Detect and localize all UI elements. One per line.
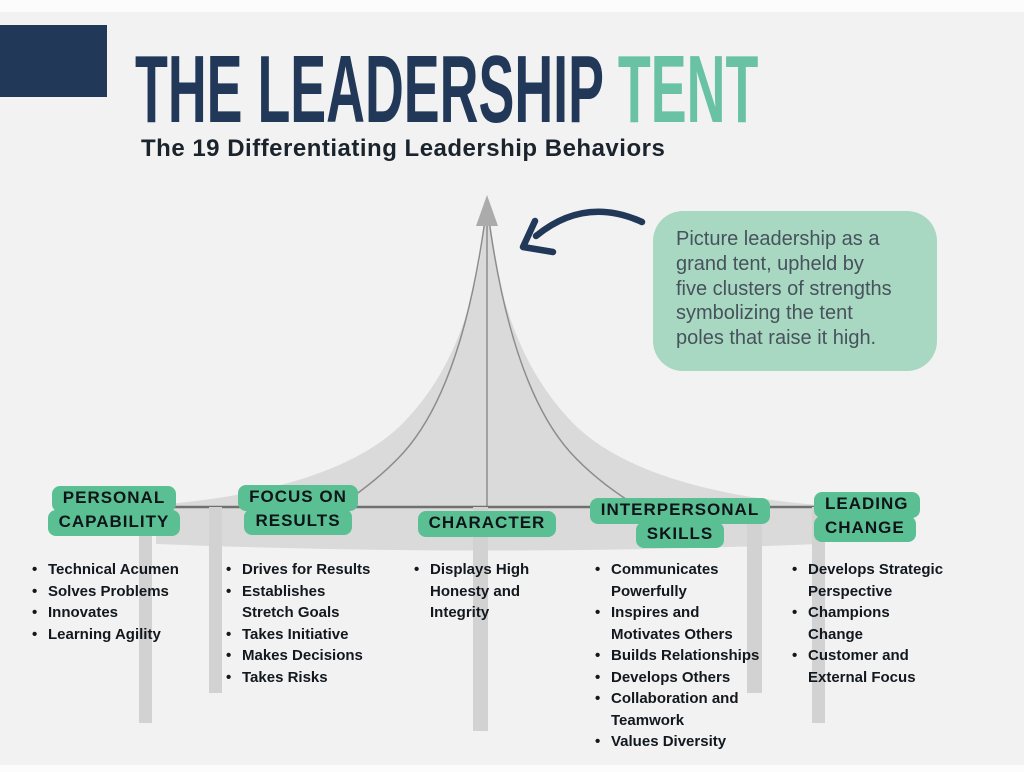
cluster-list-focus-on-results: Drives for ResultsEstablishes Stretch Go… [224,559,394,688]
top-margin [0,0,1024,12]
tent-finial [476,195,498,226]
logo-square [0,25,107,97]
cluster-label-line: PERSONAL [51,486,177,513]
behavior-item: Drives for Results [224,559,394,581]
cluster-label-line: SKILLS [635,522,725,549]
cluster-label-line: CHARACTER [417,511,557,538]
behavior-item: Makes Decisions [224,645,394,667]
behavior-item: Collaboration and Teamwork [593,688,781,731]
behavior-item: Inspires and Motivates Others [593,602,781,645]
cluster-label-character: CHARACTER [415,511,559,538]
callout-bubble: Picture leadership as a grand tent, uphe… [653,211,937,371]
behavior-item: Takes Initiative [224,624,394,646]
behavior-item: Learning Agility [30,624,222,646]
cluster-label-line: INTERPERSONAL [589,498,771,525]
cluster-list-leading-change: Develops Strategic PerspectiveChampions … [790,559,972,688]
page-title-primary: THE LEADERSHIP [135,36,618,143]
behavior-item: Values Diversity [593,731,781,753]
behavior-item: Technical Acumen [30,559,222,581]
behavior-item: Builds Relationships [593,645,781,667]
cluster-list-character: Displays High Honesty and Integrity [412,559,567,624]
cluster-label-line: CAPABILITY [47,510,181,537]
cluster-label-line: FOCUS ON [238,485,358,512]
cluster-list-personal-capability: Technical AcumenSolves ProblemsInnovates… [30,559,222,645]
cluster-label-line: CHANGE [814,516,916,543]
behavior-item: Solves Problems [30,581,222,603]
callout-text: Picture leadership as a grand tent, uphe… [676,228,892,350]
behavior-item: Communicates Powerfully [593,559,781,602]
cluster-label-line: RESULTS [244,509,352,536]
page-title: THE LEADERSHIP TENT [135,42,758,138]
behavior-item: Customer and External Focus [790,645,972,688]
behavior-item: Establishes Stretch Goals [224,581,394,624]
behavior-item: Takes Risks [224,667,394,689]
behavior-item: Innovates [30,602,222,624]
page-title-accent: TENT [617,36,759,143]
bottom-margin [0,765,1024,772]
tent-seam-right [486,204,633,504]
cluster-label-line: LEADING [814,492,920,519]
behavior-item: Displays High Honesty and Integrity [412,559,567,624]
behavior-item: Develops Others [593,667,781,689]
cluster-list-interpersonal-skills: Communicates PowerfullyInspires and Moti… [593,559,781,753]
behavior-item: Champions Change [790,602,972,645]
behavior-item: Develops Strategic Perspective [790,559,972,602]
tent-canopy [156,203,820,551]
page-subtitle: The 19 Differentiating Leadership Behavi… [141,135,666,162]
arrow-icon [519,208,646,256]
tent-seam-left [343,204,488,504]
